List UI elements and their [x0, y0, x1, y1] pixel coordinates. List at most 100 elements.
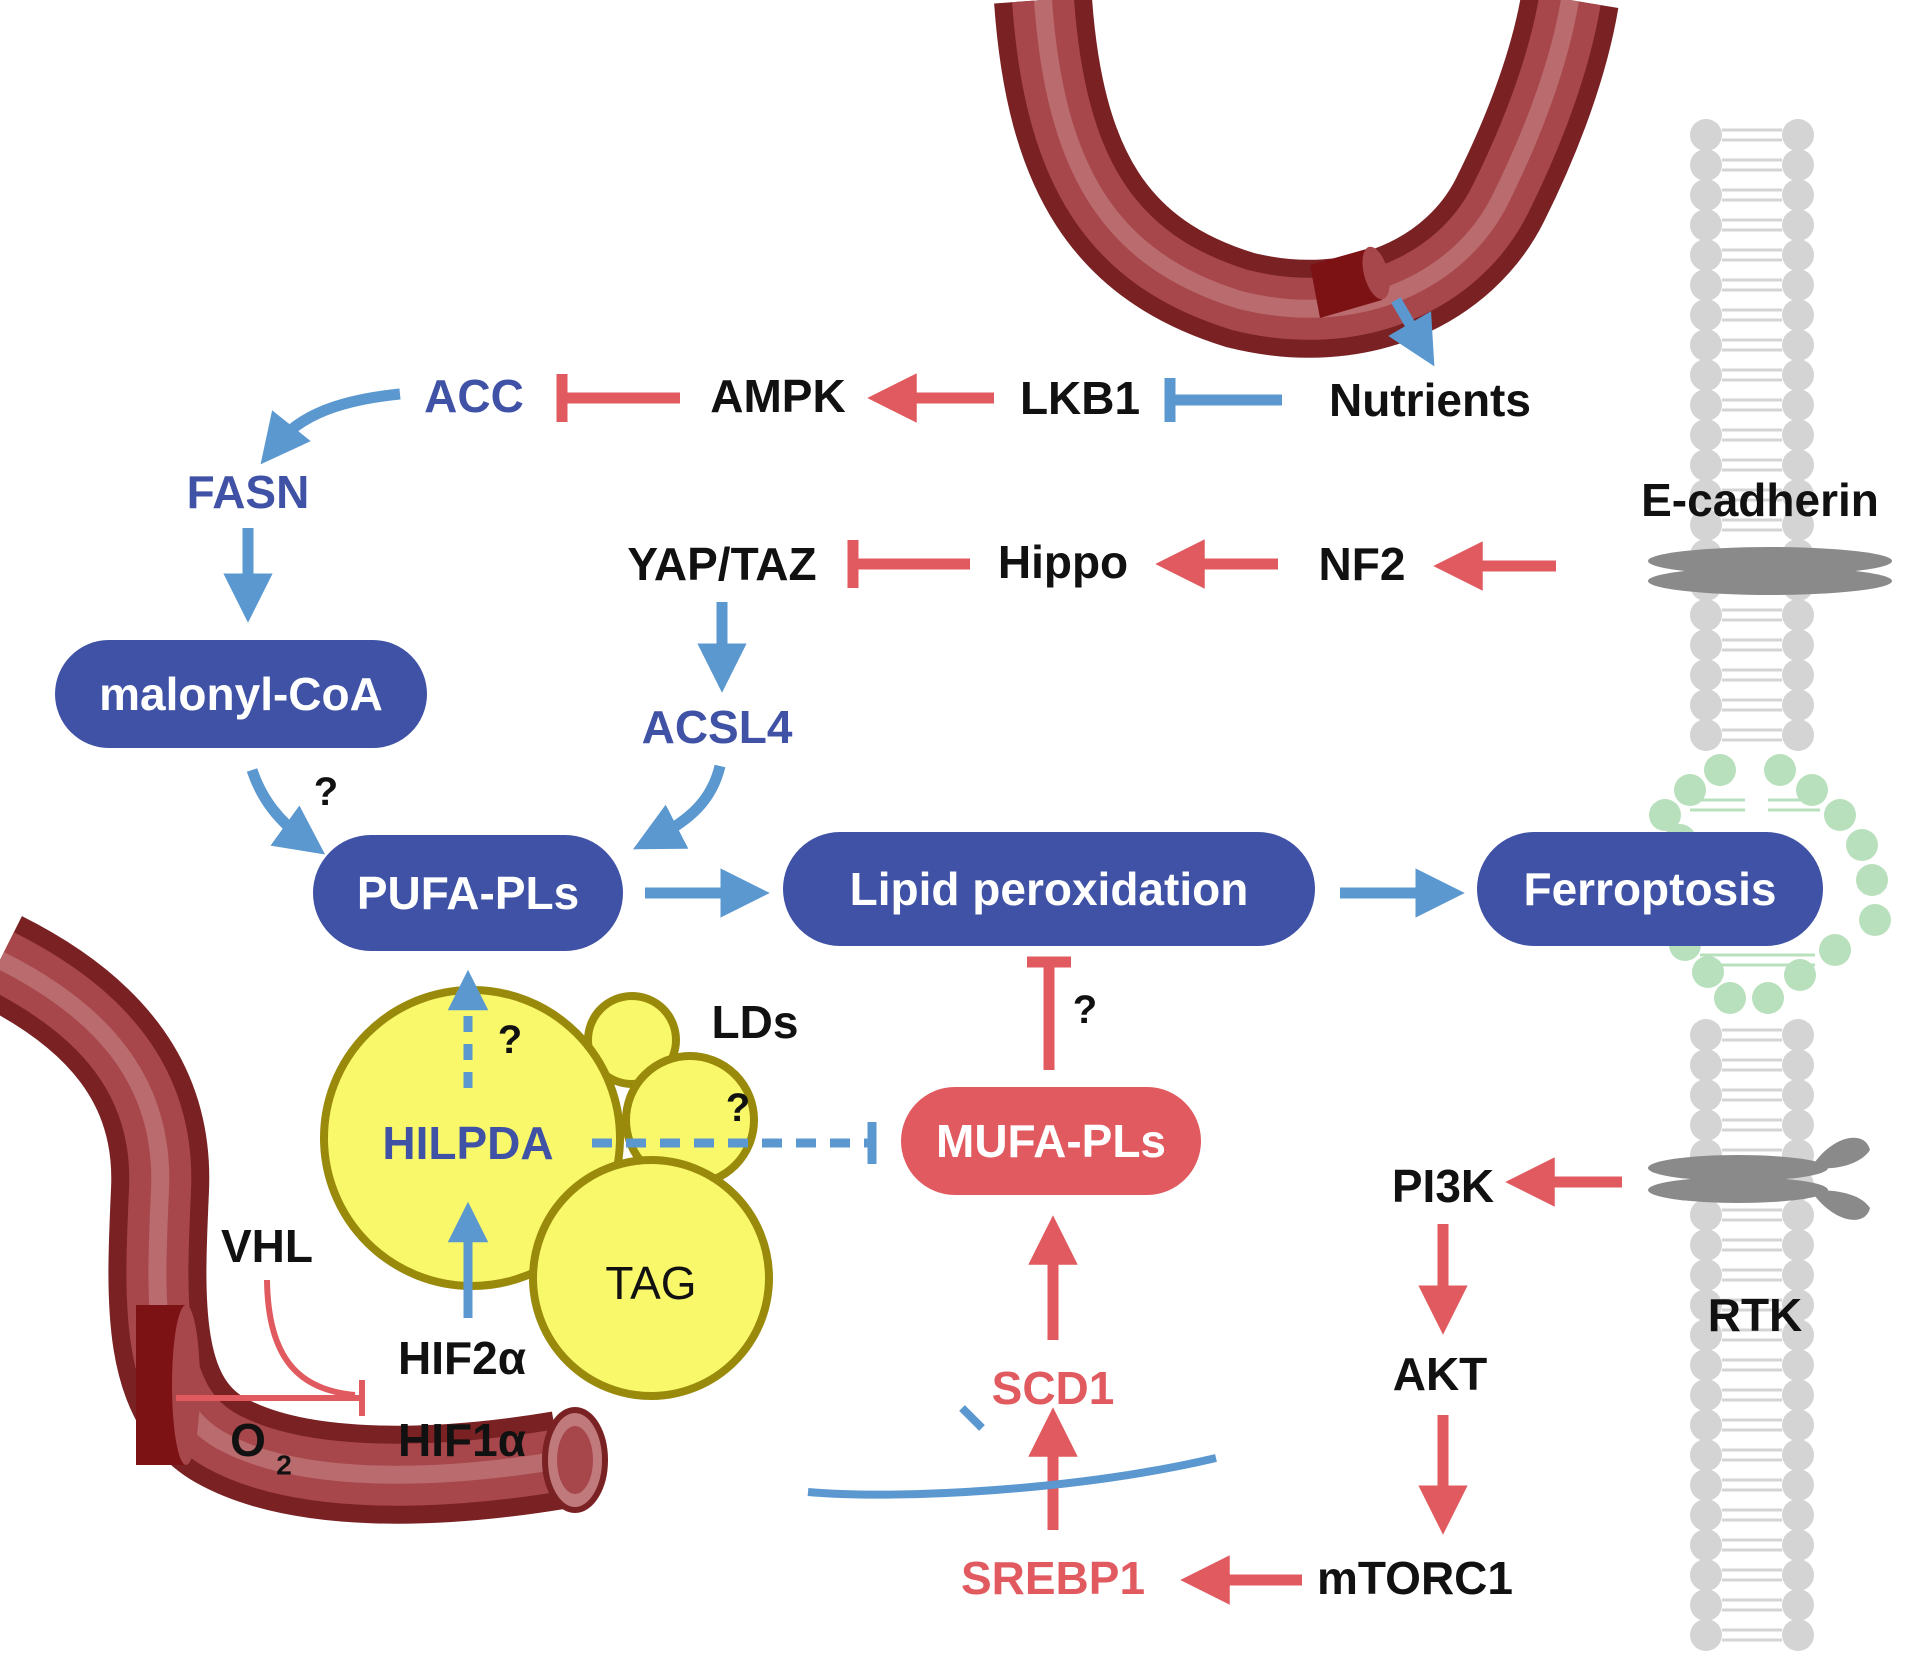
lipid-head [1690, 1469, 1722, 1501]
lipid-head [1782, 1379, 1814, 1411]
lipid-head [1690, 1379, 1722, 1411]
hilpda-label: HILPDA [382, 1117, 553, 1169]
lipid-head [1782, 1319, 1814, 1351]
hippo-label: Hippo [998, 536, 1128, 588]
inhibit-vhl-hif [176, 1279, 365, 1416]
lipid-head [1690, 719, 1722, 751]
lipid-head [1690, 239, 1722, 271]
lipid-head [1782, 1529, 1814, 1561]
pore-lipid-head [1819, 934, 1851, 966]
tag-label: TAG [605, 1257, 696, 1309]
lipid-head [1690, 1409, 1722, 1441]
lipid-head [1782, 1349, 1814, 1381]
lipid-head [1690, 1349, 1722, 1381]
o2-label: O [230, 1414, 266, 1466]
lipid-head [1782, 1259, 1814, 1291]
srebp1-label: SREBP1 [961, 1552, 1145, 1604]
question-mark-hilpda-pufa: ? [498, 1018, 522, 1062]
lipid-head [1782, 1589, 1814, 1621]
nutrients-label: Nutrients [1329, 374, 1531, 426]
pore-lipid-head [1824, 799, 1856, 831]
lipid-head [1782, 1619, 1814, 1651]
lipid-head [1782, 1499, 1814, 1531]
lipid-head [1690, 1319, 1722, 1351]
vessel-opening [136, 1305, 200, 1465]
lipid-head [1782, 359, 1814, 391]
pore-lipid-head [1704, 754, 1736, 786]
pore-lipid-head [1784, 959, 1816, 991]
cell-membrane [1649, 119, 1891, 1651]
lipid-head [1690, 209, 1722, 241]
lipid-head [1690, 1529, 1722, 1561]
mufa-pls-label: MUFA-PLs [936, 1115, 1166, 1167]
lkb1-label: LKB1 [1020, 372, 1140, 424]
pore-lipid-head [1856, 864, 1888, 896]
nf2-label: NF2 [1319, 538, 1406, 590]
pore-lipid-head [1692, 956, 1724, 988]
lipid-head [1690, 659, 1722, 691]
lipid-head [1690, 329, 1722, 361]
lipid-head [1782, 1019, 1814, 1051]
pore-lipid-head [1764, 754, 1796, 786]
fasn-label: FASN [187, 466, 310, 518]
arrow-vessel-to-nutrients [1388, 297, 1435, 367]
lipid-head [1782, 629, 1814, 661]
lipid-head [1782, 479, 1814, 511]
pore-lipid-head [1714, 982, 1746, 1014]
vessel-opening [1310, 246, 1390, 318]
acc-label: ACC [424, 370, 524, 422]
lipid-head [1782, 689, 1814, 721]
acsl4-label: ACSL4 [642, 701, 793, 753]
lipid-head [1690, 1589, 1722, 1621]
arrow-malonyl-to-pufa [246, 768, 326, 855]
rtk-protein [1648, 1137, 1870, 1220]
lipid-head [1690, 479, 1722, 511]
lipid-head [1690, 449, 1722, 481]
lipid-head [1782, 509, 1814, 541]
arrow-acc-to-fasn [260, 388, 401, 465]
top-blood-vessel [994, 0, 1619, 358]
scd1-label: SCD1 [992, 1362, 1115, 1414]
lipid-head [1782, 449, 1814, 481]
lipid-head [1782, 209, 1814, 241]
lipid-head [1782, 299, 1814, 331]
lipid-head [1690, 119, 1722, 151]
left-blood-vessel [0, 916, 608, 1524]
lipid-head [1690, 419, 1722, 451]
lipid-head [1690, 1049, 1722, 1081]
ampk-label: AMPK [710, 370, 845, 422]
inhibit-hippo-yaptaz [847, 540, 970, 588]
lipid-head [1690, 299, 1722, 331]
e-cadherin-label: E-cadherin [1641, 474, 1879, 526]
lipid-head [1782, 179, 1814, 211]
lipid-head [1782, 1469, 1814, 1501]
lipid-head [1782, 389, 1814, 421]
pore-lipid-head [1752, 982, 1784, 1014]
lipid-head [1690, 1499, 1722, 1531]
lipid-head [1690, 1019, 1722, 1051]
pufa-pls-label: PUFA-PLs [357, 867, 579, 919]
lipid-head [1690, 389, 1722, 421]
inhibit-ampk-acc [556, 374, 680, 422]
lipid-head [1690, 1289, 1722, 1321]
node-mufa-pls: MUFA-PLs [901, 1087, 1201, 1195]
lipid-head [1690, 689, 1722, 721]
malonyl-coa-label: malonyl-CoA [99, 668, 383, 720]
lipid-head [1782, 149, 1814, 181]
lipid-head [1690, 179, 1722, 211]
pore-lipid-head [1859, 904, 1891, 936]
lipid-head [1782, 1439, 1814, 1471]
activation-arrows [223, 297, 1622, 1605]
akt-label: AKT [1393, 1348, 1488, 1400]
e-cadherin-protein [1648, 547, 1892, 595]
lipid-head [1690, 359, 1722, 391]
lipid-droplets [320, 986, 773, 1400]
node-malonyl-coa: malonyl-CoA [55, 640, 427, 748]
node-lipid-peroxidation: Lipid peroxidation [783, 832, 1315, 946]
lipid-head [1782, 1079, 1814, 1111]
yap-taz-label: YAP/TAZ [627, 538, 816, 590]
question-mark-malonyl: ? [314, 770, 338, 814]
rtk-label: RTK [1708, 1289, 1803, 1341]
inhibit-nutrients-lkb1 [1164, 378, 1282, 422]
lipid-head [1782, 269, 1814, 301]
